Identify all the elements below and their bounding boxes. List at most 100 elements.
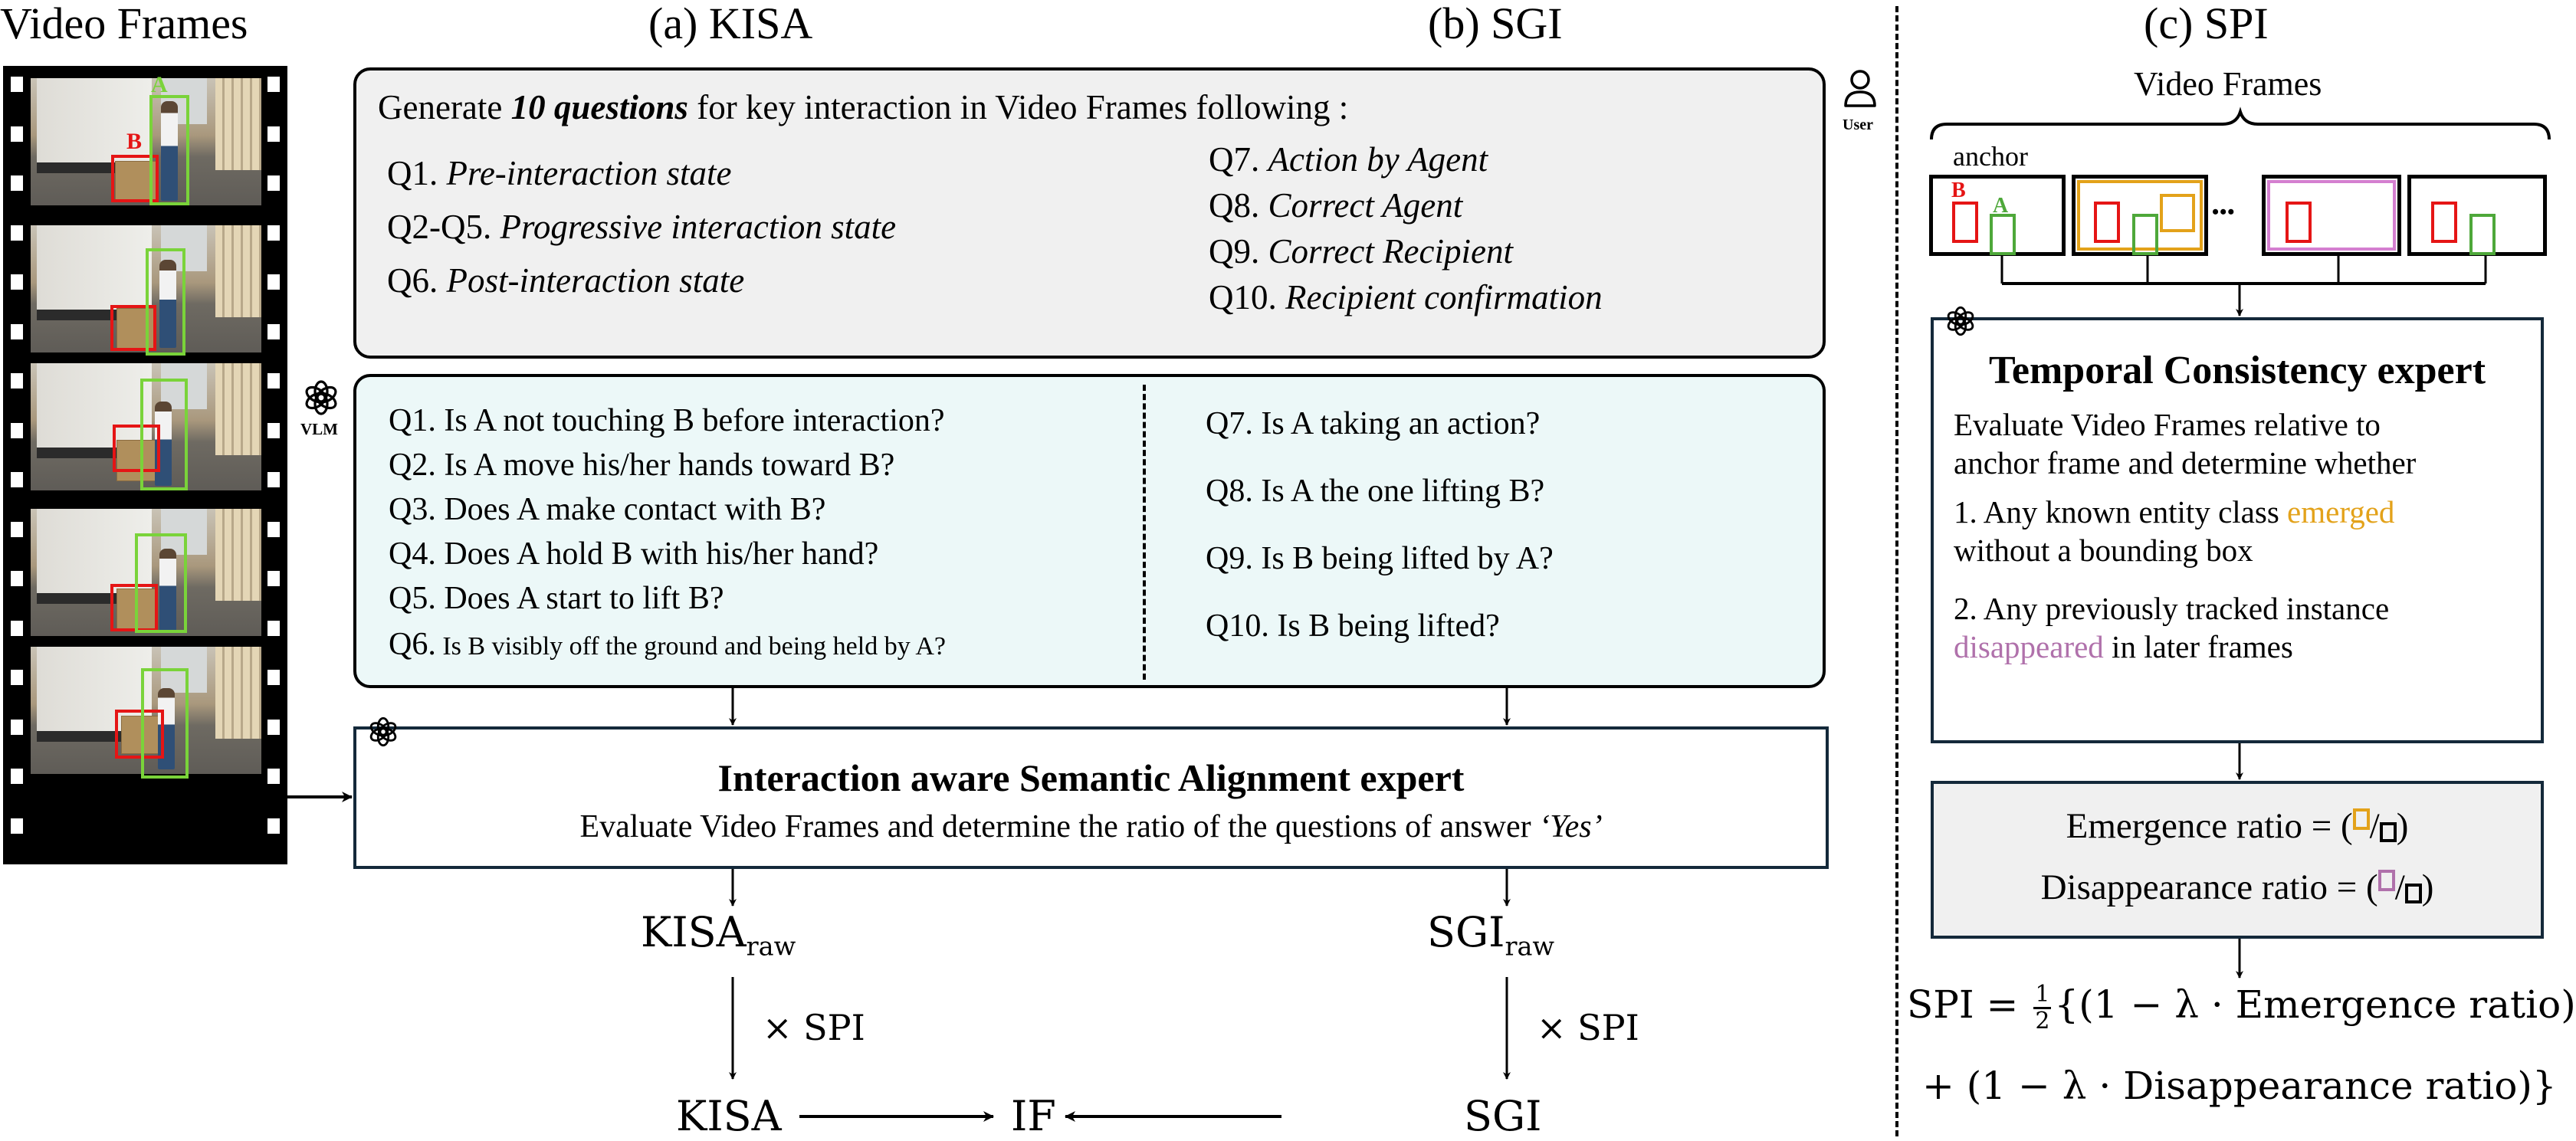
sprocket-hole bbox=[11, 323, 23, 339]
vlm-badge: VLM bbox=[299, 379, 345, 448]
agent-bbox bbox=[2469, 214, 2496, 255]
vlm-label: VLM bbox=[300, 420, 338, 438]
sgi-question: Q7. Is A taking an action? bbox=[1206, 406, 1541, 441]
sprocket-hole bbox=[267, 175, 280, 191]
kisa-final-label: KISA bbox=[676, 1092, 782, 1140]
tc-knot-icon bbox=[1947, 306, 1974, 336]
spi-heading: (c) SPI bbox=[2144, 0, 2269, 48]
sprocket-hole bbox=[267, 323, 280, 339]
sprocket-hole bbox=[267, 521, 280, 537]
prompt-item-text: Progressive interaction state bbox=[500, 208, 897, 246]
disappeared-keyword: disappeared bbox=[1954, 629, 2104, 664]
disappeared-square-icon bbox=[2377, 870, 2395, 891]
disappeared-frame-highlight bbox=[2267, 180, 2396, 251]
vlm-knot-icon bbox=[305, 380, 337, 415]
video-frame bbox=[31, 363, 261, 490]
prompt-intro: Generate 10 questions for key interactio… bbox=[378, 90, 1348, 125]
disappearance-ratio: Disappearance ratio = (/) bbox=[1934, 870, 2541, 906]
emerged-keyword: emerged bbox=[2287, 494, 2395, 530]
sprocket-hole bbox=[11, 225, 23, 241]
tc-title: Temporal Consistency expert bbox=[1988, 349, 2486, 392]
agent-bbox bbox=[1990, 214, 2016, 255]
sgi-question: Q10. Is B being lifted? bbox=[1206, 608, 1500, 644]
kisa-question: Q5. Does A start to lift B? bbox=[389, 581, 724, 616]
kisa-question: Q3. Does A make contact with B? bbox=[389, 492, 826, 527]
question-text: Is B visibly off the ground and being he… bbox=[435, 632, 946, 661]
kisa-question: Q6. Is B visibly off the ground and bein… bbox=[389, 628, 946, 661]
building bbox=[215, 509, 261, 601]
ratio-definitions: Emergence ratio = (/) Disappearance rati… bbox=[1931, 781, 2544, 939]
sgi-raw-base: SGI bbox=[1427, 908, 1505, 956]
sprocket-hole bbox=[267, 472, 280, 487]
prompt-item-text: Recipient confirmation bbox=[1285, 278, 1603, 316]
emergence-ratio-label: Emergence ratio = ( bbox=[2066, 806, 2353, 846]
sprocket-hole bbox=[11, 77, 23, 92]
sprocket-hole bbox=[11, 422, 23, 438]
temporal-consistency-expert: Temporal Consistency expert Evaluate Vid… bbox=[1931, 306, 2544, 743]
prompt-item-id: Q10. bbox=[1209, 278, 1277, 316]
prompt-item: Q9. Correct Recipient bbox=[1209, 234, 1513, 269]
fraction-denominator: 2 bbox=[2035, 1007, 2050, 1034]
kisa-question: Q4. Does A hold B with his/her hand? bbox=[389, 536, 879, 572]
recipient-bbox bbox=[115, 710, 164, 759]
building bbox=[215, 363, 261, 455]
sprocket-hole bbox=[267, 719, 280, 735]
agent-bbox bbox=[2132, 214, 2158, 255]
user-label: User bbox=[1843, 116, 1873, 133]
sprocket-hole bbox=[267, 373, 280, 389]
emergence-ratio: Emergence ratio = (/) bbox=[1934, 808, 2541, 844]
recipient-bbox bbox=[111, 155, 159, 202]
sgi-question: Q8. Is A the one lifting B? bbox=[1206, 474, 1545, 509]
emerged-entity-bbox bbox=[2160, 194, 2195, 232]
recipient-bbox bbox=[2431, 202, 2457, 243]
sprocket-hole bbox=[267, 620, 280, 636]
tc-item-1: 1. Any known entity class emerged bbox=[1954, 497, 2394, 528]
semantic-alignment-expert: Interaction aware Semantic Alignment exp… bbox=[353, 716, 1829, 869]
agent-bbox bbox=[141, 668, 189, 779]
prompt-item-text: Correct Recipient bbox=[1268, 232, 1513, 270]
prompt-item-text: Correct Agent bbox=[1268, 186, 1463, 225]
frames-ellipsis: ••• bbox=[2212, 201, 2236, 223]
recipient-bbox bbox=[2094, 202, 2120, 243]
prompt-item-text: Post-interaction state bbox=[446, 261, 745, 300]
emerged-frame-highlight bbox=[2077, 180, 2203, 251]
recipient-bbox bbox=[110, 305, 156, 351]
sprocket-hole bbox=[11, 670, 23, 685]
sprocket-hole bbox=[11, 719, 23, 735]
sprocket-hole bbox=[267, 274, 280, 290]
recipient-bbox bbox=[1952, 202, 1978, 243]
sprocket-hole bbox=[11, 472, 23, 487]
agent-label: A bbox=[151, 72, 168, 97]
prompt-item-id: Q2-Q5. bbox=[387, 208, 492, 246]
tc-item-2-suffix: in later frames bbox=[2103, 629, 2293, 664]
agent-bbox bbox=[135, 533, 187, 633]
person bbox=[159, 260, 176, 348]
sgi-raw-label: SGIraw bbox=[1427, 912, 1554, 959]
kisa-question: Q2. Is A move his/her hands toward B? bbox=[389, 448, 895, 483]
last-frame bbox=[2407, 175, 2547, 256]
prompt-item-id: Q7. bbox=[1209, 140, 1260, 179]
sprocket-hole bbox=[267, 769, 280, 784]
kisa-sgi-divider bbox=[1143, 385, 1146, 680]
kisa-raw-subscript: raw bbox=[746, 931, 796, 962]
prompt-item: Q1. Pre-interaction state bbox=[387, 156, 732, 191]
disappearance-ratio-label: Disappearance ratio = ( bbox=[2040, 867, 2378, 907]
total-square-icon bbox=[2404, 884, 2422, 903]
anchor-label-b: B bbox=[1951, 179, 1966, 202]
sprocket-hole bbox=[11, 620, 23, 636]
sgi-times-spi: × SPI bbox=[1537, 1007, 1639, 1048]
sprocket-hole bbox=[267, 126, 280, 142]
sprocket-hole bbox=[267, 77, 280, 92]
sprocket-hole bbox=[11, 175, 23, 191]
prompt-item-text: Pre-interaction state bbox=[446, 154, 732, 192]
tc-item-1-text: 1. Any known entity class bbox=[1954, 494, 2288, 530]
recipient-bbox bbox=[113, 425, 160, 472]
sgi-question: Q9. Is B being lifted by A? bbox=[1206, 541, 1554, 576]
sprocket-hole bbox=[11, 373, 23, 389]
sprocket-hole bbox=[11, 126, 23, 142]
total-square-icon bbox=[2379, 822, 2397, 842]
